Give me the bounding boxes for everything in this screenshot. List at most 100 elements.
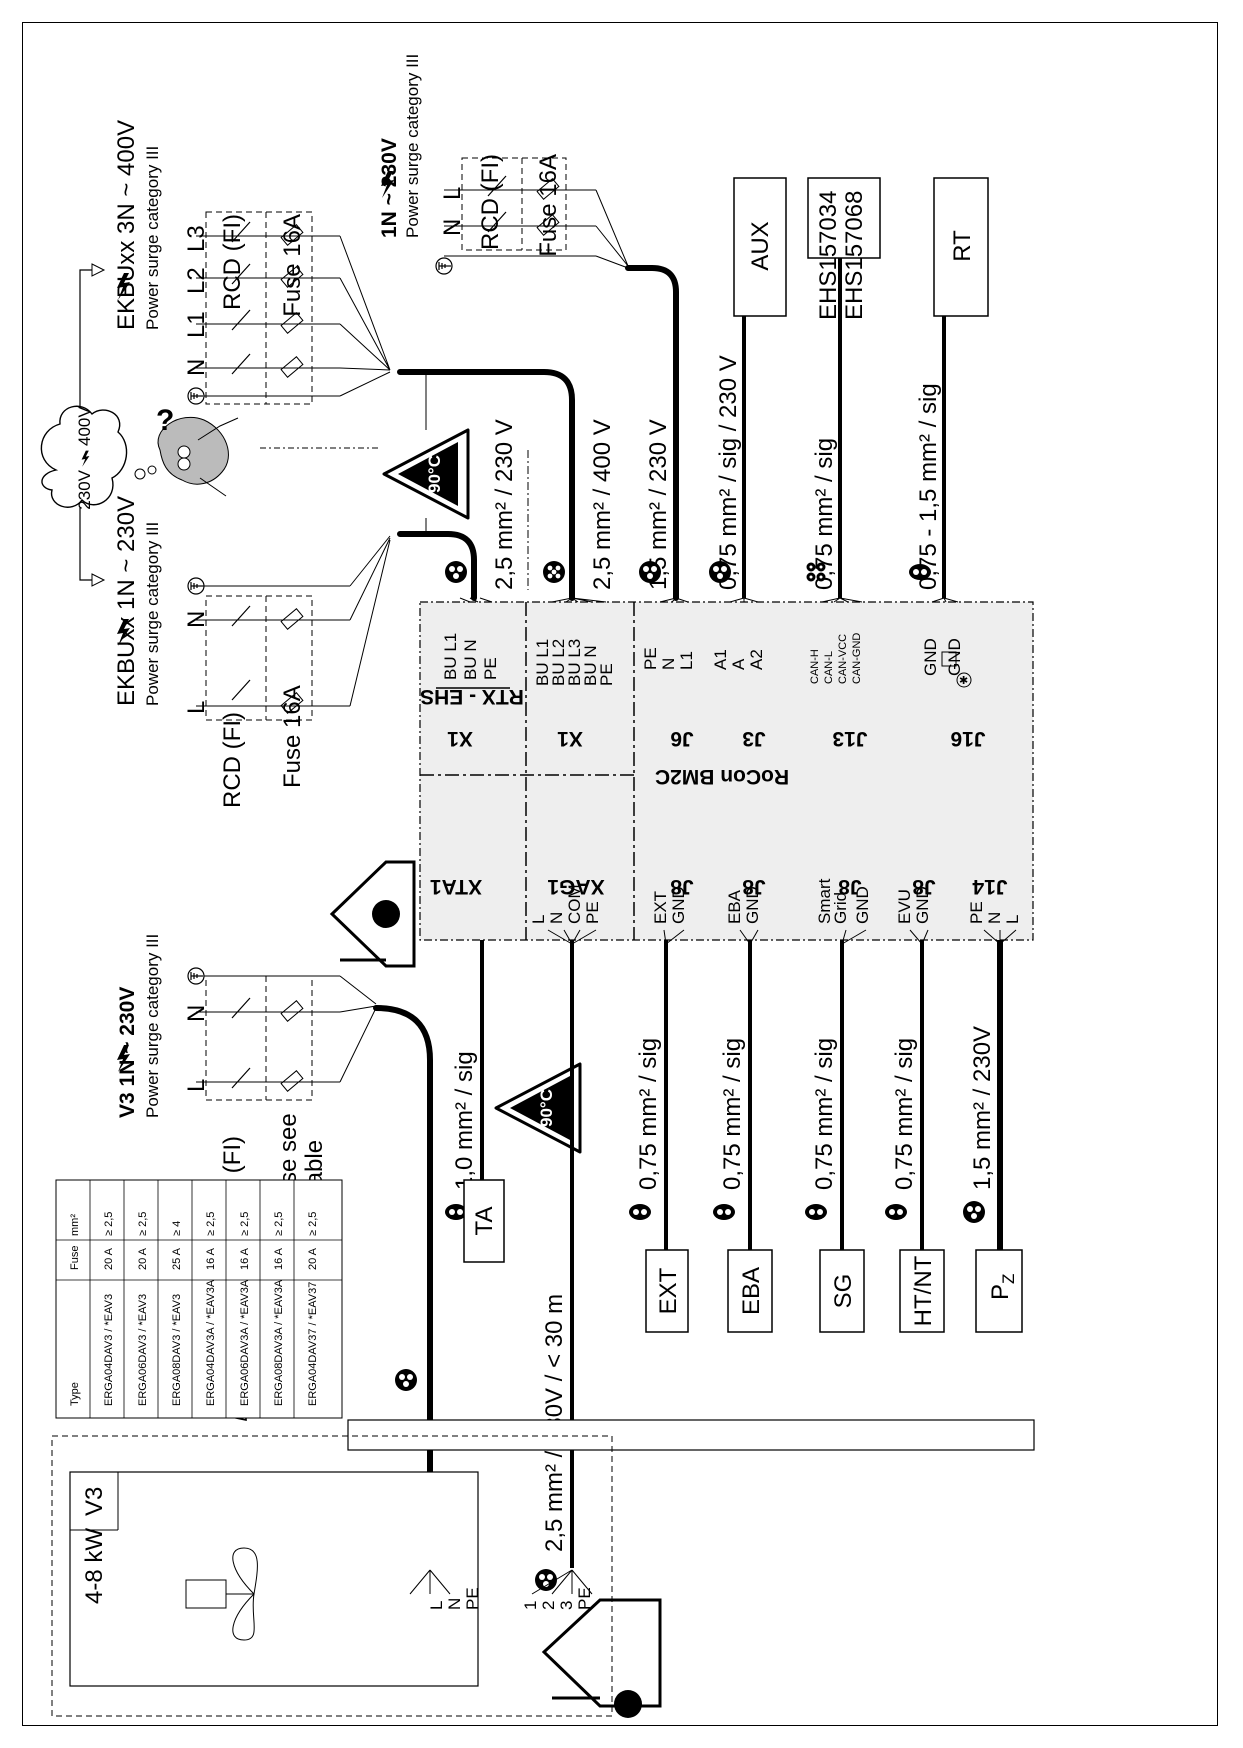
v3-terminal-n: N [183, 1005, 210, 1022]
label-cable-ta: 1,0 mm² / sig [451, 1051, 478, 1190]
outdoor-unit-boundary [51, 1435, 613, 1717]
cable-icon-3core-main [639, 561, 661, 583]
pin-j14-l: L [1003, 915, 1022, 924]
ground-icon-ekbu-3n [187, 387, 205, 405]
pin-eba-gnd: GND [743, 886, 762, 924]
cable-icon-3core-outdoor-power [395, 1369, 417, 1391]
fuse-table-cell: ERGA08DAV3 / *EAV3 [171, 1294, 183, 1406]
pin-ext-gnd: GND [669, 886, 688, 924]
pin-xag1-l: L [529, 915, 548, 924]
page-frame [22, 22, 1218, 1726]
htnt-device-box [899, 1249, 945, 1333]
temp-warning-badge-bottom: 90°C [494, 1062, 582, 1154]
pin-xag1-n: N [547, 912, 566, 924]
j8-evu-label: J8 [912, 875, 936, 898]
j8-ext-label: J8 [670, 875, 694, 898]
ekbu-1n-supply: EKBUxx 1N ~ 230V Power surge category II… [113, 496, 391, 808]
outdoor-pin-1: 1 [521, 1601, 540, 1610]
label-cable-ext: 0,75 mm² / sig [635, 1038, 662, 1190]
terminal-fanouts [459, 597, 959, 603]
j16-label: J16 [950, 727, 985, 750]
pin-can-gnd: CAN-GND [851, 633, 863, 684]
cable-icon-2core-sg [805, 1204, 827, 1220]
fuse-table-cell: 20 A [103, 1247, 115, 1270]
pin-can-l: CAN-L [823, 651, 835, 684]
cable-icon-3core-outdoor [535, 1569, 557, 1591]
voltage-choice-cloud: 230V 400V [40, 405, 128, 510]
pin-j6-l1: L1 [677, 651, 696, 670]
cable-icon-3core-pz [963, 1201, 985, 1223]
temp-warning-text-top: 90°C [425, 455, 444, 493]
ta-device-label: TA [471, 1207, 498, 1236]
pin-j14-n: N [985, 912, 1004, 924]
cable-icon-2core-eba [713, 1204, 735, 1220]
cloud-voltage-400: 400V [75, 406, 94, 446]
ekbu-3n-rcd-label: RCD (FI) [219, 214, 246, 310]
fuse-table-cell: 16 A [239, 1247, 251, 1270]
fuse-table-cell: 16 A [205, 1247, 217, 1270]
cable-icon-2core-htnt [885, 1204, 907, 1220]
aux-device-label: AUX [747, 221, 774, 270]
fuse-table-header: mm² [69, 1214, 81, 1236]
pin-j3-a1: A1 [711, 649, 730, 670]
lower-fanouts [547, 929, 1017, 945]
fuse-table-cell: ERGA04DAV3 / *EAV3 [103, 1294, 115, 1406]
ekbu-3n-fuse-label: Fuse 16A [279, 214, 306, 317]
j3-label: J3 [742, 727, 765, 750]
outdoor-pin-2: 2 [539, 1601, 558, 1610]
x1-3n-label: X1 [557, 727, 583, 750]
pin-bu-n-3n: BU N [581, 645, 600, 686]
outdoor-pin-pe-signal: PE [575, 1587, 594, 1610]
pin-j3-a: A [729, 658, 748, 670]
pin-sg-gnd: GND [853, 886, 872, 924]
cable-main-1n [625, 265, 679, 601]
fuse-table-header: Type [69, 1382, 81, 1406]
main-1n-terminal-l: L [439, 187, 466, 200]
pin-bu-l1-3n: BU L1 [533, 639, 552, 686]
j14-label: J14 [972, 875, 1007, 898]
rtx-ehs-label-group: RTX - EHS [420, 685, 524, 708]
main-1n-rcd-label: RCD (FI) [477, 154, 504, 250]
temp-warning-badge-top: 90°C [382, 428, 470, 520]
pin-eba: EBA [725, 889, 744, 924]
question-mark: ? [156, 404, 174, 437]
ehs-device-box [807, 177, 881, 259]
arrow-to-ekbu-1n [79, 508, 92, 581]
ehs-device-label-2: EHS157068 [841, 191, 868, 320]
xta1-label: XTA1 [430, 875, 482, 898]
aux-device-box [733, 177, 787, 317]
ekbu-3n-breaker-box [205, 211, 313, 405]
pin-bu-l1-1n: BU L1 [441, 633, 460, 680]
rt-device-box [933, 177, 989, 317]
arrowhead-1n [91, 573, 106, 587]
ekbu-1n-subtitle: Power surge category III [143, 522, 162, 706]
house-icon-outdoor [541, 1598, 662, 1718]
pin-bu-n-1n: BU N [461, 639, 480, 680]
pin-j3-a2: A2 [747, 649, 766, 670]
cable-ekbu-3n [397, 369, 575, 601]
outdoor-unit-box [69, 1471, 479, 1687]
pin-bu-l2-3n: BU L2 [549, 639, 568, 686]
pz-device-label: PZ [987, 1274, 1018, 1300]
pin-j6-pe: PE [641, 647, 660, 670]
arrowhead-3n [91, 263, 106, 277]
outdoor-unit-power: 4-8 kW [81, 1528, 108, 1604]
pin-can-h: CAN-H [809, 649, 821, 684]
eba-device-box [727, 1249, 773, 1333]
ta-device-box [463, 1179, 505, 1263]
fuse-table-cell: ERGA06DAV3 / *EAV3 [137, 1294, 149, 1406]
fuse-table-cell: ≥ 2,5 [239, 1212, 251, 1236]
fuse-table-cell: ERGA06DAV3A / *EAV3A [239, 1279, 251, 1406]
heating-icon [941, 651, 957, 667]
pin-evu: EVU [895, 889, 914, 924]
ekbu-1n-title: EKBUxx 1N ~ 230V [113, 496, 140, 706]
indoor-unit-panel [419, 601, 1034, 941]
main-1n-subtitle: Power surge category III [403, 54, 422, 238]
label-cable-rt: 0,75 - 1,5 mm² / sig [915, 383, 942, 590]
cable-icon-2core-rt [909, 564, 931, 580]
pin-j16-gnd-2: GND [945, 638, 964, 676]
pin-j14-pe: PE [967, 901, 986, 924]
pin-xag1-pe: PE [583, 901, 602, 924]
outdoor-unit-model: V3 [81, 1487, 108, 1516]
